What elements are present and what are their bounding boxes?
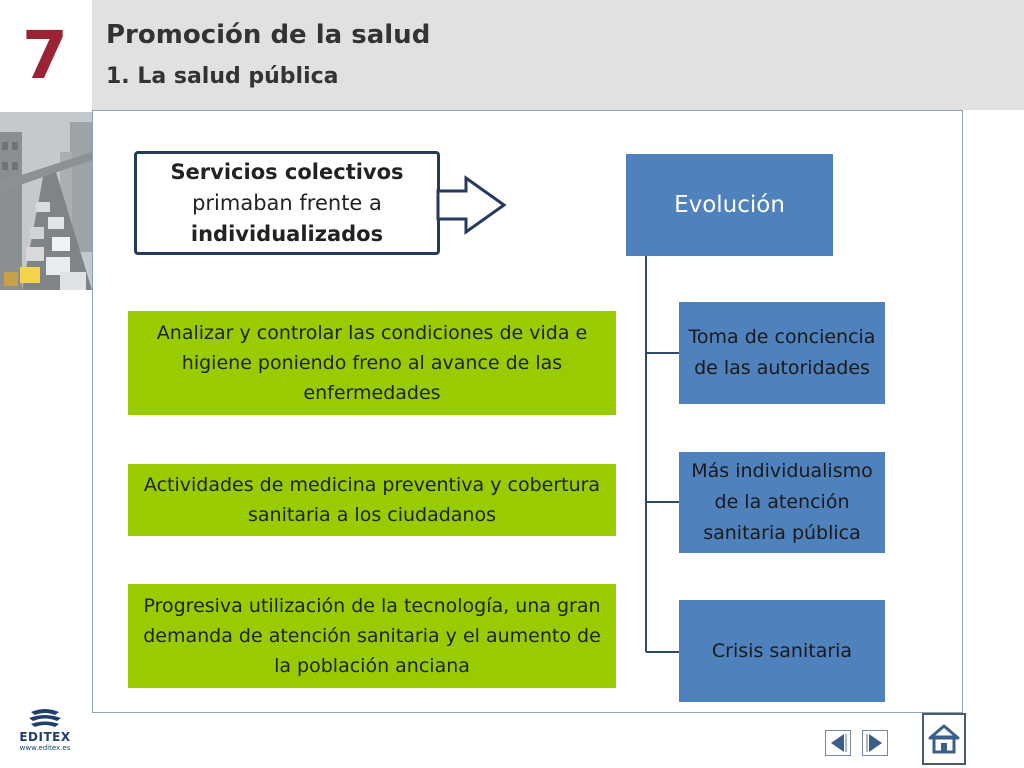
evolution-node: Evolución — [626, 154, 833, 256]
home-button[interactable] — [922, 713, 966, 765]
green-item-2: Actividades de medicina preventiva y cob… — [128, 464, 616, 536]
editex-logo: EDITEX www.editex.es — [12, 708, 78, 764]
previous-button[interactable] — [825, 730, 851, 756]
next-arrow-icon — [866, 734, 882, 752]
right-arrow-icon — [436, 175, 507, 235]
logo-name: EDITEX — [19, 730, 71, 744]
next-button[interactable] — [862, 730, 888, 756]
green-item-3: Progresiva utilización de la tecnología,… — [128, 584, 616, 688]
callout-box: Servicios colectivos primaban frente a i… — [134, 151, 440, 255]
chapter-number: 7 — [22, 16, 68, 94]
previous-arrow-icon — [831, 734, 847, 752]
home-icon — [928, 724, 960, 754]
page-subtitle: 1. La salud pública — [106, 64, 339, 89]
page-title: Promoción de la salud — [106, 20, 431, 50]
city-traffic-photo — [0, 112, 92, 290]
blue-item-2: Más individualismo de la atención sanita… — [679, 452, 885, 553]
hierarchy-connectors — [645, 256, 679, 653]
header-bar: Promoción de la salud 1. La salud públic… — [92, 0, 1024, 110]
blue-item-1: Toma de conciencia de las autoridades — [679, 302, 885, 404]
green-item-1: Analizar y controlar las condiciones de … — [128, 311, 616, 415]
blue-item-3: Crisis sanitaria — [679, 600, 885, 702]
editex-logo-icon — [29, 709, 61, 727]
callout-line-3: individualizados — [190, 221, 384, 246]
logo-url: www.editex.es — [19, 744, 71, 752]
callout-line-1: Servicios colectivos — [170, 159, 404, 184]
callout-line-2: primaban frente a — [192, 190, 382, 215]
city-traffic-illustration — [0, 112, 92, 290]
